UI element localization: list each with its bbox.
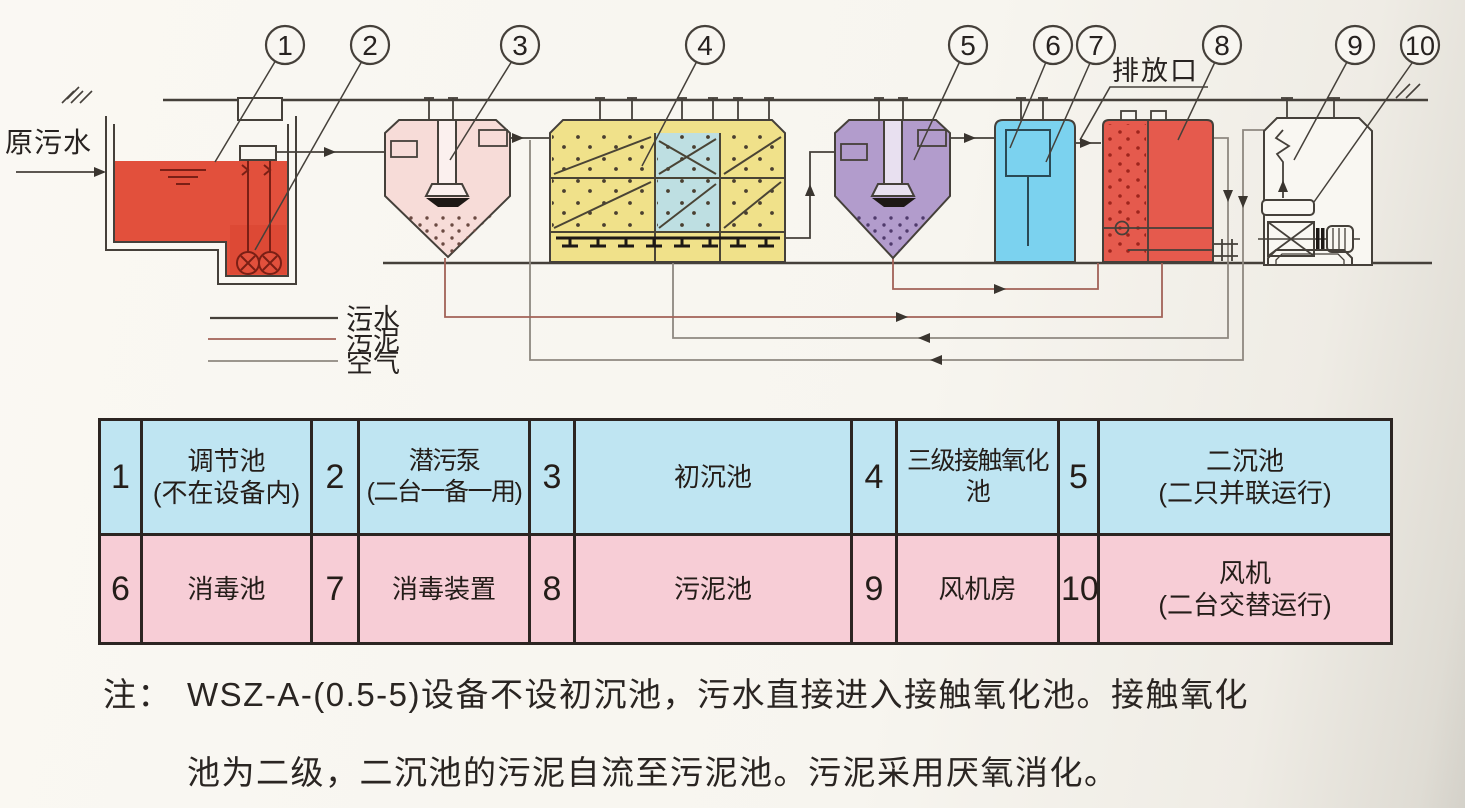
sludge-pipes [444,258,1163,318]
item-3-label: 初沉池 [573,418,853,536]
primary-sedimentation-tank [384,97,511,259]
callout-7: 7 [1088,30,1104,61]
outlet-box [478,129,508,147]
item-6-num: 6 [98,533,143,645]
item-5-label: 二沉池 (二只并联运行) [1097,418,1393,536]
item-1-num: 1 [98,418,143,536]
legend-sewage-label: 污水 [346,304,400,334]
process-flow-diagram: 排放口 [5,24,1441,378]
center-well [883,119,903,185]
ground-hatch-left [61,86,93,104]
vent-pipes [595,97,774,120]
footnote: 注： WSZ-A-(0.5-5)设备不设初沉池，污水直接进入接触氧化池。接触氧化… [103,668,1433,794]
callout-1: 1 [277,30,293,61]
submersible-pumps [236,160,282,275]
item-8-label: 污泥池 [573,533,853,645]
item-5-num: 5 [1057,418,1100,536]
raw-sewage-label: 原污水 [5,127,92,158]
item-7-label: 消毒装置 [357,533,531,645]
callout-9: 9 [1347,30,1363,61]
footnote-line2: 池为二级，二沉池的污泥自流至污泥池。污泥采用厌氧消化。 [187,754,1119,791]
inlet-weir-box [237,97,283,121]
item-2-label: 潜污泵 (二台一备一用) [357,418,531,536]
regulating-tank [105,97,297,285]
callout-3: 3 [512,30,528,61]
pump-manifold [239,145,277,161]
flow-arrows [94,133,1288,365]
item-9-num: 9 [850,533,898,645]
sludge-tank [1102,110,1238,263]
table-row-1: 1 调节池 (不在设备内) 2 潜污泵 (二台一备一用) 3 初沉池 4 三级接… [98,418,1393,536]
aeration-header [556,236,780,248]
item-4-label: 三级接触氧化池 [895,418,1060,536]
item-10-label: 风机 (二台交替运行) [1097,533,1393,645]
flex-duct [1274,129,1291,198]
callout-circles: 1 2 3 4 5 6 7 8 9 10 [264,24,1441,66]
inlet-box [840,143,868,161]
ground-hatch-right [1395,83,1421,99]
contact-oxidation-tank [549,97,786,263]
callout-10: 10 [1405,31,1435,61]
legend-sludge-label: 污泥 [346,326,400,356]
table-row-2: 6 消毒池 7 消毒装置 8 污泥池 9 风机房 10 风机 (二台交替运行) [98,533,1393,645]
callout-leaders [214,59,1413,251]
pipe-fitting [1213,239,1238,261]
component-legend-table: 1 调节池 (不在设备内) 2 潜污泵 (二台一备一用) 3 初沉池 4 三级接… [98,418,1393,645]
footnote-line1: WSZ-A-(0.5-5)设备不设初沉池，污水直接进入接触氧化池。接触氧化 [187,676,1249,713]
callout-4: 4 [697,30,713,61]
water-surface-icon [160,169,206,185]
item-7-num: 7 [310,533,360,645]
blower-room [1258,97,1373,266]
outlet-box [917,129,947,147]
item-1-label: 调节池 (不在设备内) [140,418,313,536]
discharge-outlet-group: 排放口 [1079,56,1208,141]
item-10-num: 10 [1057,533,1100,645]
item-3-num: 3 [528,418,576,536]
center-well [437,119,457,185]
callout-6: 6 [1045,30,1061,61]
callout-5: 5 [960,30,976,61]
item-8-num: 8 [528,533,576,645]
line-legend: 污水 污泥 空气 [208,304,400,378]
item-6-label: 消毒池 [140,533,313,645]
callout-2: 2 [362,30,378,61]
item-2-num: 2 [310,418,360,536]
air-pipes [529,129,1264,361]
legend-air-label: 空气 [346,348,400,378]
item-4-num: 4 [850,418,898,536]
item-9-label: 风机房 [895,533,1060,645]
discharge-outlet-label: 排放口 [1112,56,1199,86]
callout-8: 8 [1214,30,1230,61]
secondary-sedimentation-tank [834,97,951,260]
blower-unit [1258,199,1360,266]
footnote-marker: 注： [103,676,172,713]
media-frames [550,133,785,262]
inlet-box [390,140,418,158]
